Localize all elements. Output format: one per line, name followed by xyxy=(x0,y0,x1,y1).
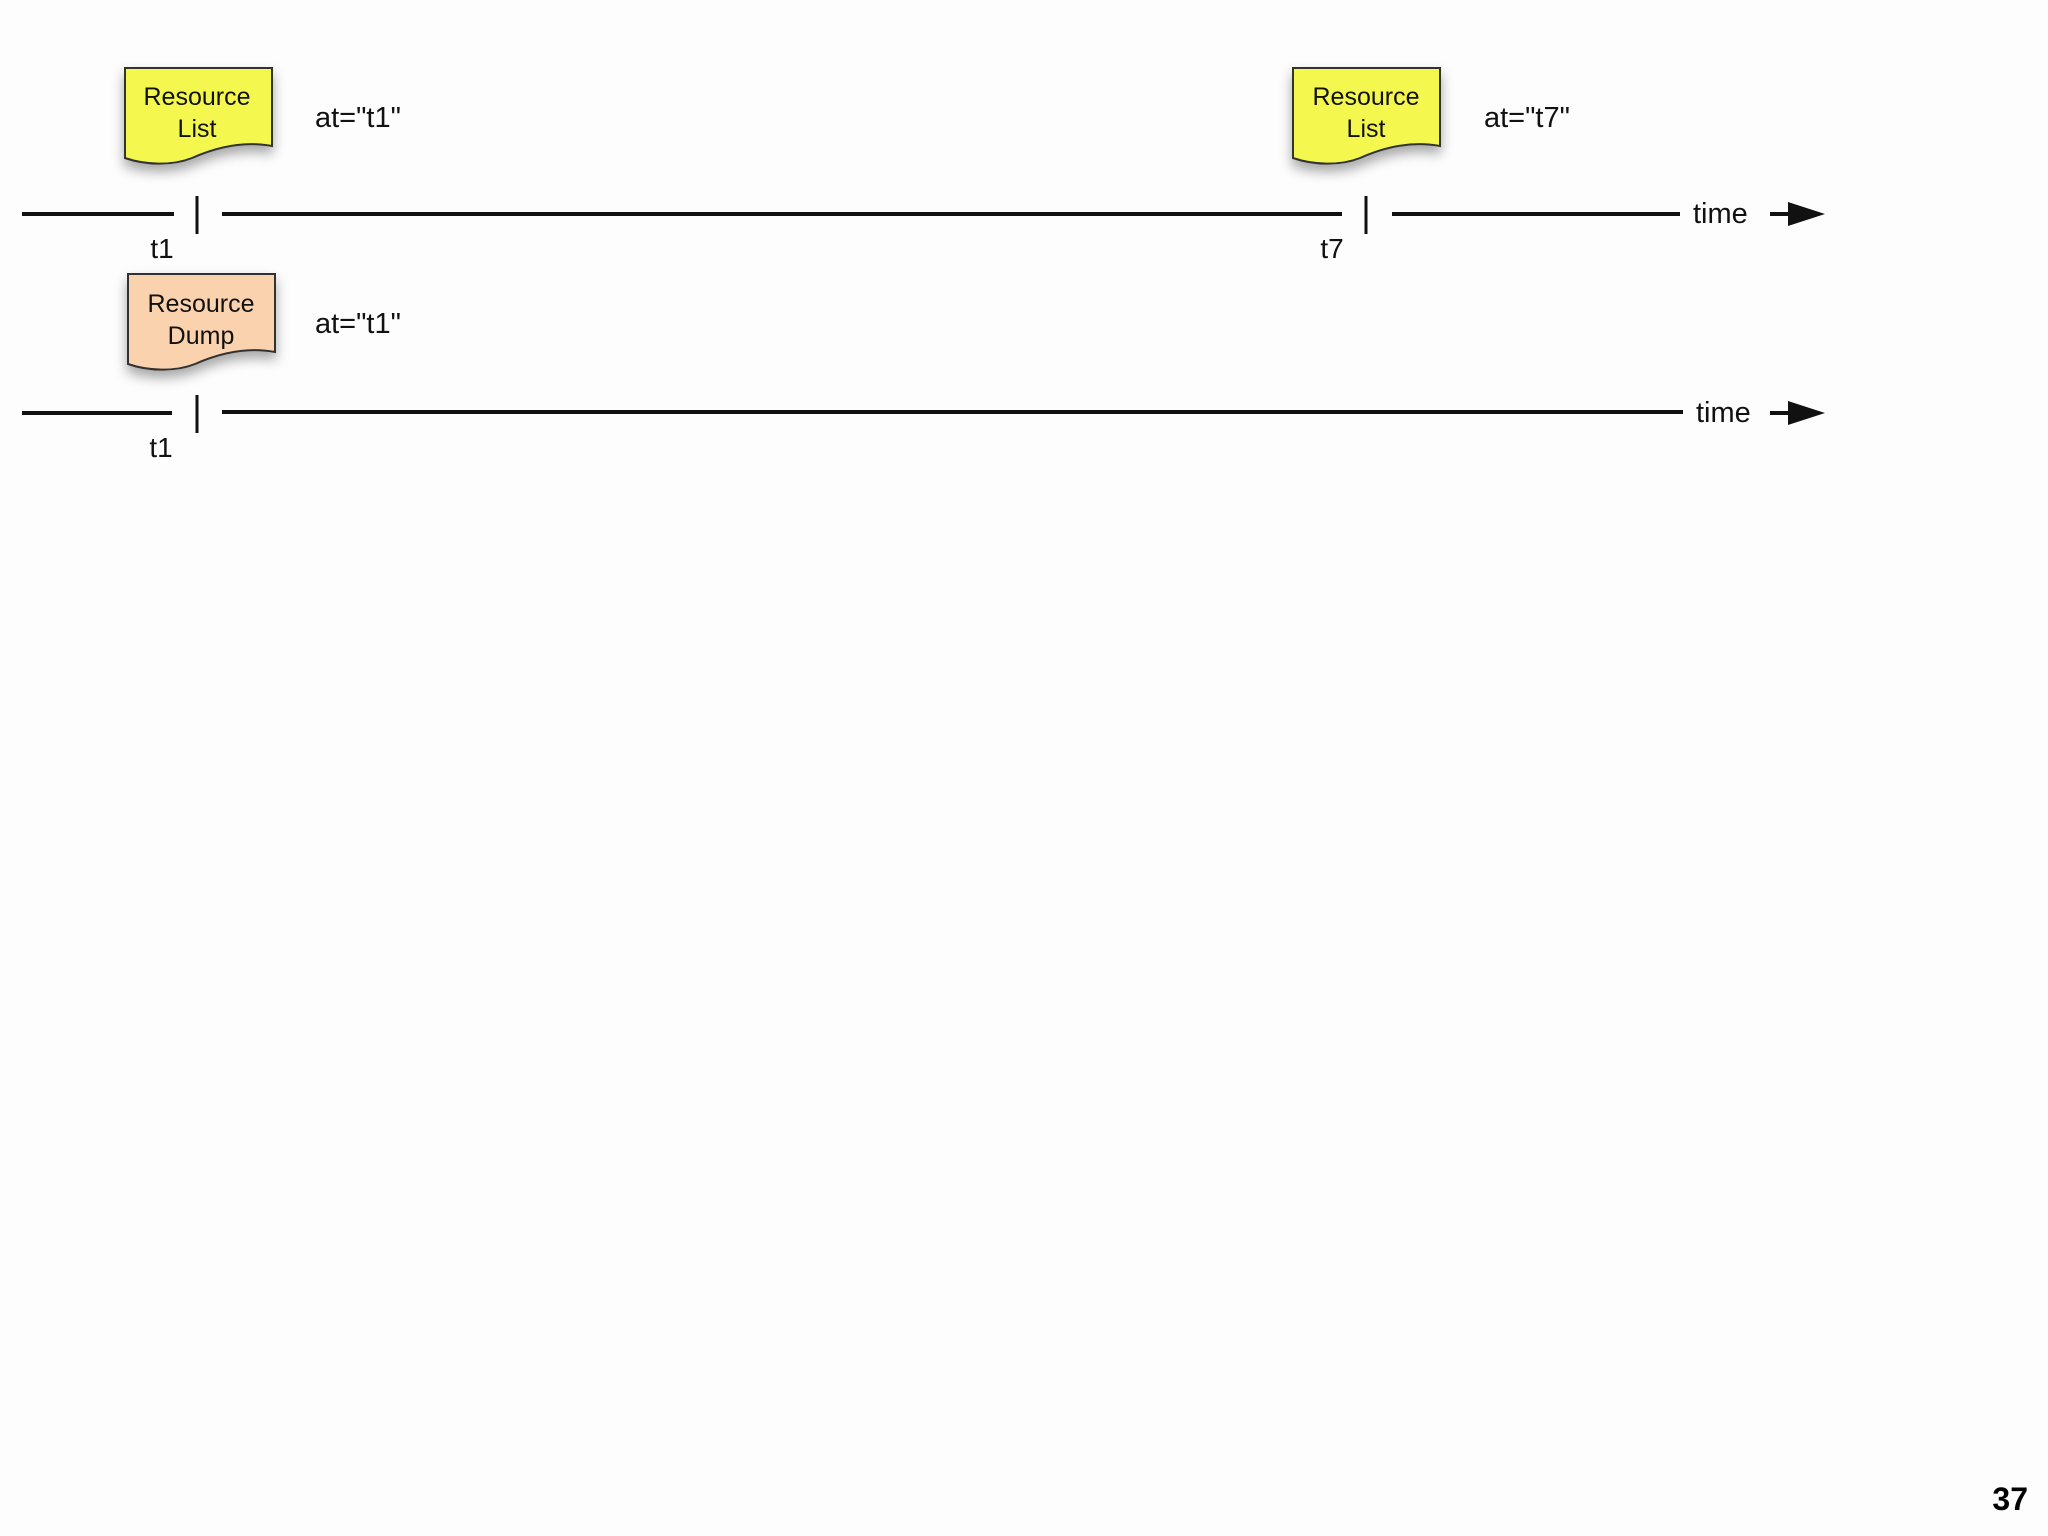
page-number: 37 xyxy=(1992,1481,2028,1517)
time-axis xyxy=(22,196,1800,234)
document-resource-list-t1: Resource List xyxy=(124,67,273,165)
document-label-line2: List xyxy=(1347,115,1386,143)
document-shape xyxy=(127,273,276,371)
document-shape xyxy=(1292,67,1441,165)
at-attribute-label: at="t1" xyxy=(315,102,401,134)
time-axis xyxy=(22,395,1800,433)
document-label-line2: Dump xyxy=(168,322,235,350)
document-label-line1: Resource xyxy=(148,290,255,318)
document-resource-dump-t1: Resource Dump xyxy=(127,273,276,371)
axis-label: time xyxy=(1693,198,1748,230)
tick-label-t7: t7 xyxy=(1320,233,1343,264)
tick-label-t1: t1 xyxy=(149,432,172,463)
document-label-line1: Resource xyxy=(144,83,251,111)
timeline-1: Resource List at="t1" Resource List at="… xyxy=(22,67,1825,264)
tick-label-t1: t1 xyxy=(150,233,173,264)
timeline-2: Resource Dump at="t1" time t1 xyxy=(22,273,1825,463)
document-label-line1: Resource xyxy=(1313,83,1420,111)
at-attribute-label: at="t7" xyxy=(1484,102,1570,134)
document-shape xyxy=(124,67,273,165)
arrow-head-icon xyxy=(1788,401,1825,425)
at-attribute-label: at="t1" xyxy=(315,308,401,340)
arrow-head-icon xyxy=(1788,202,1825,226)
document-label-line2: List xyxy=(178,115,217,143)
axis-label: time xyxy=(1696,397,1751,429)
document-resource-list-t7: Resource List xyxy=(1292,67,1441,165)
